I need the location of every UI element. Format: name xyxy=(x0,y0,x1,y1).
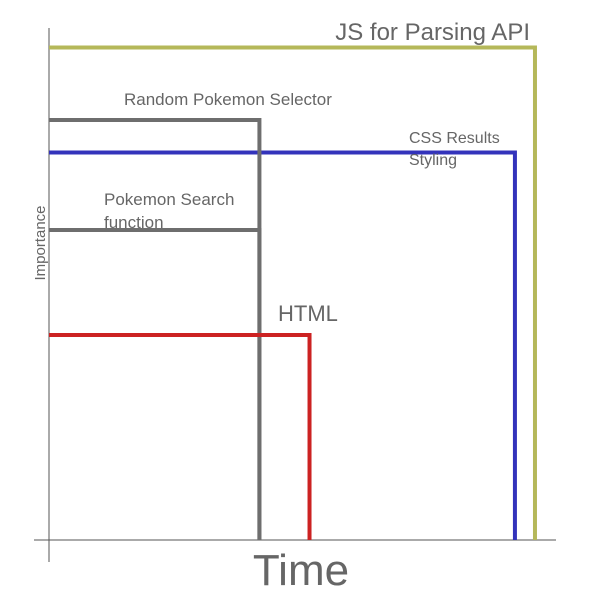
y-axis-label: Importance xyxy=(32,205,49,280)
random-pokemon-selector-line xyxy=(49,118,262,540)
random-pokemon-selector-label: Random Pokemon Selector xyxy=(124,90,332,109)
pokemon-search-function-line xyxy=(49,228,262,540)
html-line xyxy=(49,333,312,540)
js-parsing-api-line xyxy=(49,45,537,540)
css-results-styling-label: CSS Results Styling xyxy=(409,130,504,169)
css-results-styling-line xyxy=(49,150,517,540)
html-label: HTML xyxy=(278,301,338,326)
pokemon-search-function-label: Pokemon Search function xyxy=(104,190,239,232)
x-axis-label: Time xyxy=(253,546,349,595)
js-parsing-api-label: JS for Parsing API xyxy=(335,19,530,46)
